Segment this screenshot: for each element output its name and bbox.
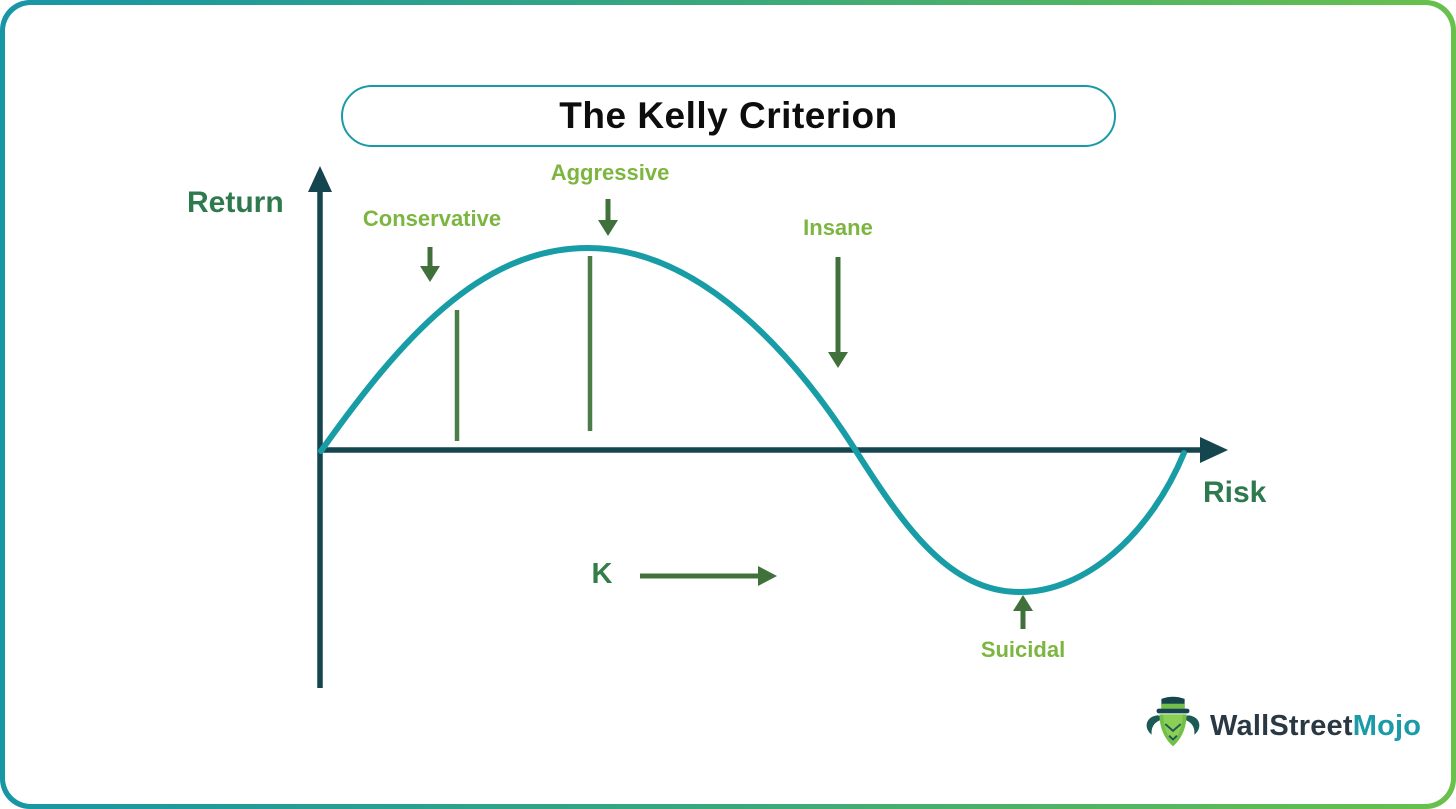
page-title: The Kelly Criterion — [559, 95, 898, 136]
logo-text-mojo: Mojo — [1352, 709, 1422, 742]
title-pill: The Kelly Criterion — [341, 85, 1116, 147]
zone-label-suicidal: Suicidal — [980, 637, 1066, 662]
wallstreetmojo-logo: WallStreetMojo — [1142, 694, 1421, 758]
zone-label-aggressive: Aggressive — [550, 160, 670, 185]
logo-text-wallstreet: WallStreet — [1210, 709, 1353, 742]
bull-icon — [1146, 696, 1200, 747]
logo-wordmark: WallStreetMojo — [1210, 710, 1421, 743]
k-label: K — [591, 558, 613, 590]
y-axis-label: Return — [187, 186, 284, 219]
zone-label-conservative: Conservative — [362, 206, 502, 231]
x-axis-label: Risk — [1203, 476, 1267, 509]
zone-label-insane: Insane — [803, 215, 873, 240]
